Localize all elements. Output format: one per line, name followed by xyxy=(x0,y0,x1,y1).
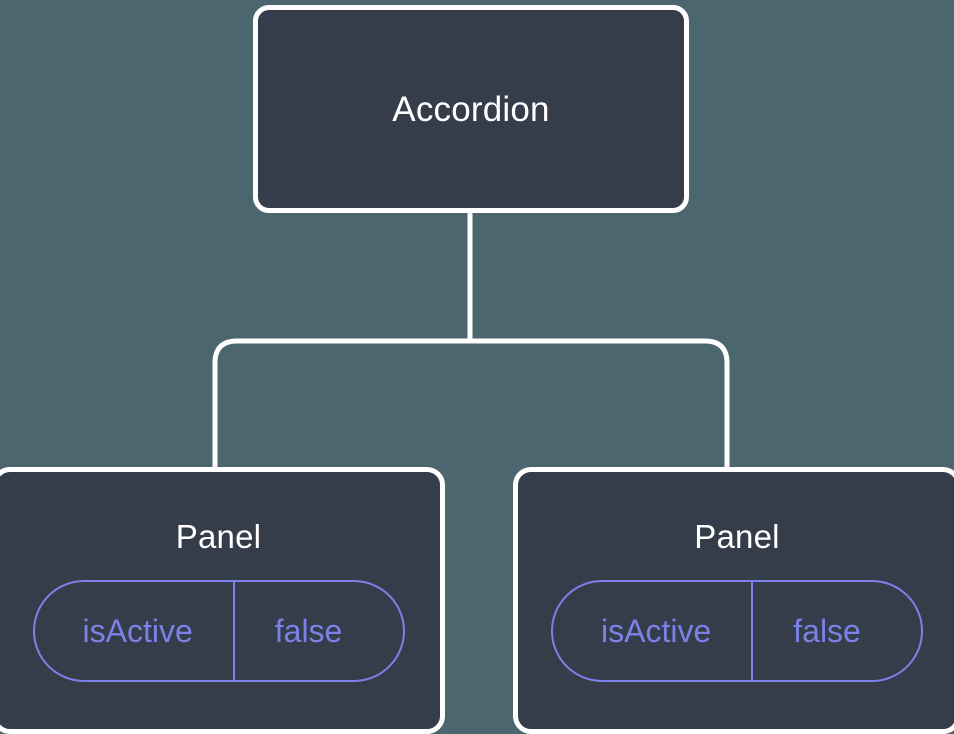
node-panel-2[interactable]: Panel isActive false xyxy=(513,467,954,734)
node-panel-1-label: Panel xyxy=(175,518,262,555)
edge-accordion-to-panel-2 xyxy=(470,338,730,470)
node-accordion[interactable]: Accordion xyxy=(253,5,689,213)
state-badge-key: isActive xyxy=(82,613,193,649)
state-badge-panel-1[interactable]: isActive false xyxy=(32,580,405,682)
node-panel-2-label: Panel xyxy=(694,518,780,555)
state-badge-panel-2[interactable]: isActive false xyxy=(551,580,923,682)
state-badge-value: false xyxy=(751,582,909,680)
node-panel-1[interactable]: Panel isActive false xyxy=(0,467,445,734)
edge-accordion-to-panel-1 xyxy=(212,338,470,470)
node-accordion-label: Accordion xyxy=(392,89,550,129)
state-badge-key: isActive xyxy=(601,613,712,649)
state-badge-value: false xyxy=(232,582,391,680)
